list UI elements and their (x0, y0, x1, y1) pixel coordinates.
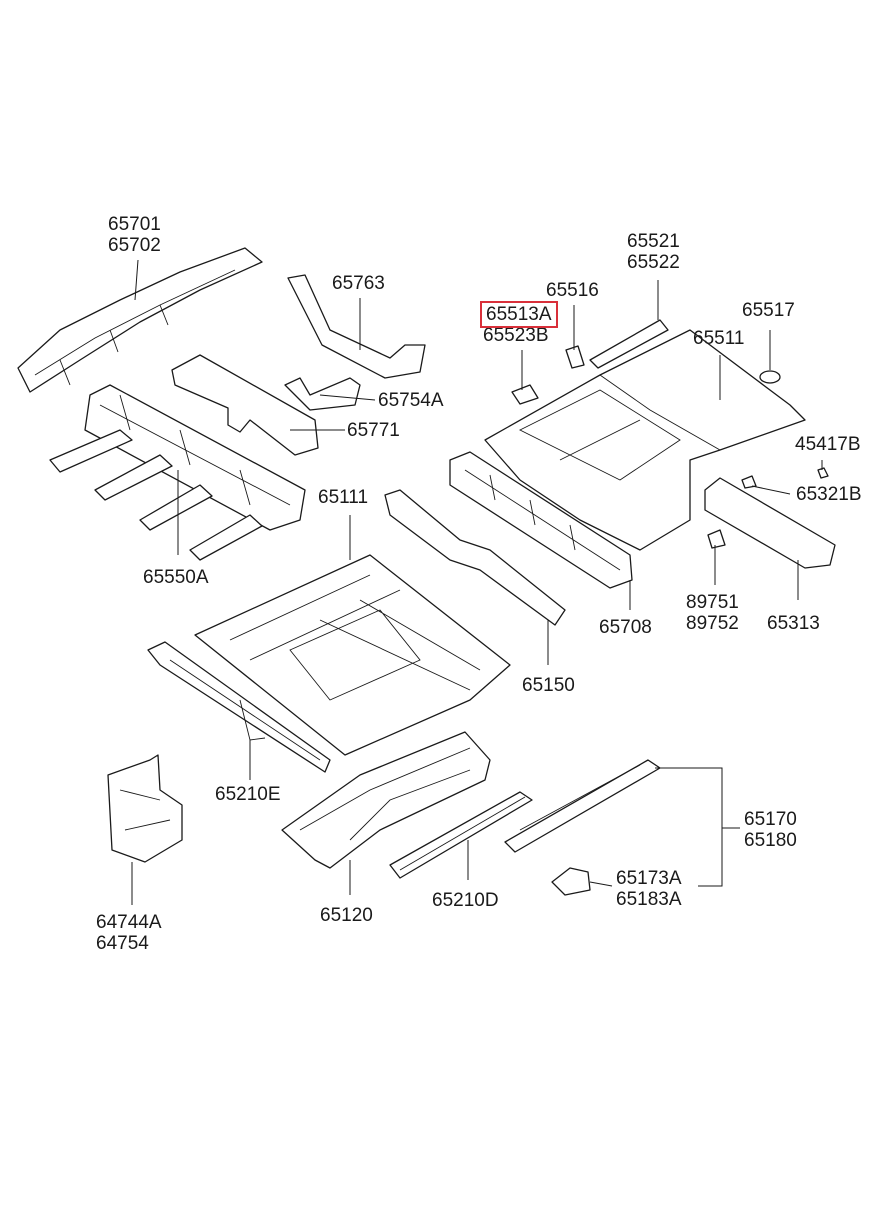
part-small-brackets (511, 319, 829, 489)
part-number: 65313 (767, 613, 820, 634)
label-65550A: 65550A (143, 567, 209, 588)
part-number: 65516 (546, 280, 599, 301)
part-number: 65754A (378, 390, 444, 411)
part-number: 65210E (215, 784, 281, 805)
part-number: 65183A (616, 889, 682, 910)
part-number: 65150 (522, 675, 575, 696)
label-65321B: 65321B (796, 484, 862, 505)
part-bracket-65763 (287, 274, 426, 379)
label-65210D: 65210D (432, 890, 499, 911)
highlighted-part-number[interactable]: 65513A (480, 301, 558, 328)
part-number: 65517 (742, 300, 795, 321)
label-65516: 65516 (546, 280, 599, 301)
label-65708: 65708 (599, 617, 652, 638)
label-45417B: 45417B (795, 434, 861, 455)
part-rear-floor-rails (49, 384, 306, 561)
part-number: 65521 (627, 231, 680, 252)
label-65754A: 65754A (378, 390, 444, 411)
label-65173A: 65173A 65183A (616, 868, 682, 910)
part-bracket-64744A (107, 754, 183, 863)
part-crossmember-65771 (171, 354, 319, 456)
part-number: 65210D (432, 890, 499, 911)
part-sill-65210E (147, 641, 331, 773)
part-bracket-65754A (284, 377, 361, 411)
part-number: 64754 (96, 933, 149, 954)
part-number: 89751 (686, 592, 739, 613)
part-number: 89752 (686, 613, 739, 634)
label-65111: 65111 (318, 487, 368, 508)
label-65210E: 65210E (215, 784, 281, 805)
part-floor-side-65120 (281, 731, 491, 869)
part-number: 65120 (320, 905, 373, 926)
label-65150: 65150 (522, 675, 575, 696)
part-member-65313 (704, 477, 836, 569)
part-number: 65111 (318, 487, 369, 508)
label-65170: 65170 65180 (744, 809, 797, 851)
part-side-member (17, 247, 263, 393)
part-rail-65170 (504, 759, 661, 853)
part-number: 65511 (693, 328, 745, 349)
part-number: 65173A (616, 868, 682, 889)
part-number: 65708 (599, 617, 652, 638)
part-number: 65763 (332, 273, 385, 294)
label-89751: 89751 89752 (686, 592, 739, 634)
part-crossmember-65150 (384, 489, 566, 626)
part-number: 65771 (347, 420, 400, 441)
part-number: 65702 (108, 235, 161, 256)
part-front-floor-pan (194, 554, 511, 756)
label-65521: 65521 65522 (627, 231, 680, 273)
part-number: 65550A (143, 567, 209, 588)
part-rear-floor-pan (484, 329, 806, 551)
label-65120: 65120 (320, 905, 373, 926)
part-sill-65210D (389, 791, 533, 879)
part-number: 65522 (627, 252, 680, 273)
part-number: 64744A (96, 912, 162, 933)
leader-lines (131, 259, 823, 905)
part-number: 65170 (744, 809, 797, 830)
part-number: 65180 (744, 830, 797, 851)
part-rear-side-member (449, 451, 633, 589)
part-number: 65321B (796, 484, 862, 505)
label-65701: 65701 65702 (108, 214, 161, 256)
label-64744A: 64744A 64754 (96, 912, 162, 954)
label-65511: 65511 (693, 328, 744, 349)
label-65517: 65517 (742, 300, 795, 321)
label-65763: 65763 (332, 273, 385, 294)
part-number: 45417B (795, 434, 861, 455)
part-number: 65523B (483, 325, 549, 346)
label-65513A: 65513A 65523B (480, 301, 558, 346)
label-65313: 65313 (767, 613, 820, 634)
part-bracket-65173A (551, 867, 591, 896)
part-number: 65701 (108, 214, 161, 235)
label-65771: 65771 (347, 420, 400, 441)
